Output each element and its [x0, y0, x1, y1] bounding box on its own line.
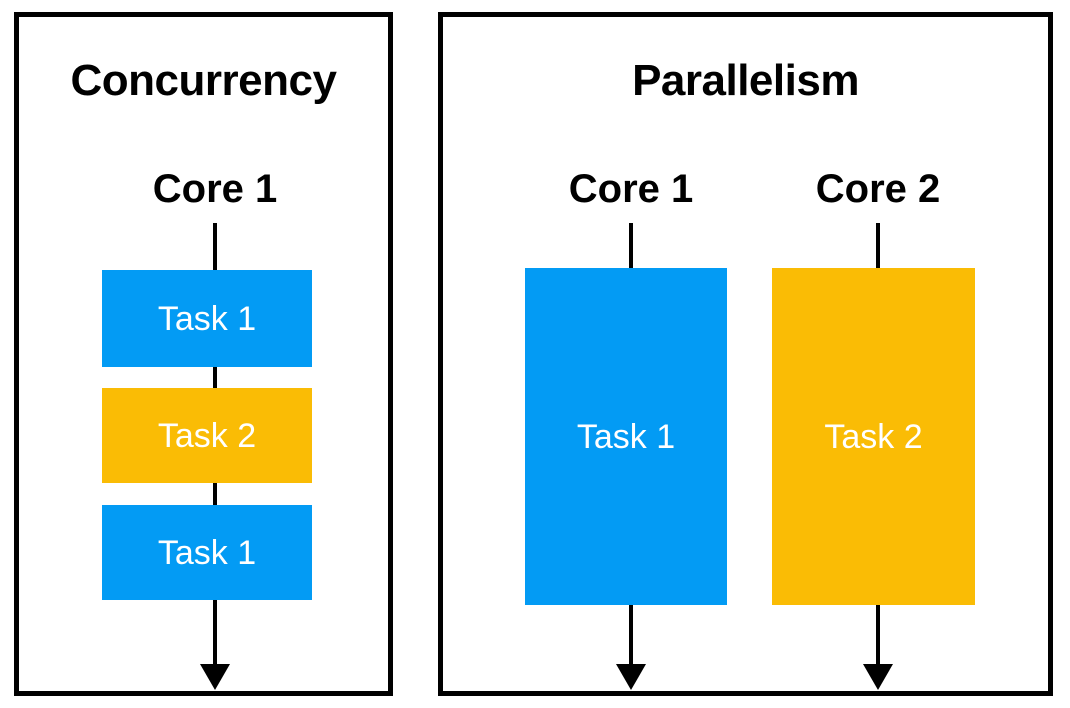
core-stem-parallelism-core-1 — [629, 223, 633, 269]
panel-title-concurrency: Concurrency — [70, 56, 337, 105]
task-block-concurrency-1: Task 1 — [102, 270, 312, 367]
panel-concurrency: Concurrency Core 1 Task 1 Task 2 Task 1 — [14, 12, 393, 696]
flow-arrow-shaft-parallelism-core-2 — [876, 605, 880, 668]
task-block-concurrency-3: Task 1 — [102, 505, 312, 600]
task-block-label: Task 2 — [824, 417, 923, 456]
task-block-label: Task 1 — [157, 299, 257, 338]
panel-title-parallelism: Parallelism — [632, 56, 859, 105]
core-stem-concurrency-core-1 — [213, 223, 217, 271]
flow-arrow-shaft-parallelism-core-1 — [629, 605, 633, 668]
core-label-parallelism-core-1: Core 1 — [568, 167, 694, 211]
panel-parallelism: Parallelism Core 1 Task 1 Core 2 Task 2 — [438, 12, 1053, 696]
core-stem-parallelism-core-2 — [876, 223, 880, 269]
task-block-parallelism-core-1: Task 1 — [525, 268, 727, 605]
task-block-label: Task 2 — [157, 416, 257, 455]
flow-arrow-head-concurrency — [200, 664, 230, 690]
task-block-parallelism-core-2: Task 2 — [772, 268, 975, 605]
flow-arrow-head-parallelism-core-1 — [616, 664, 646, 690]
flow-arrow-shaft-concurrency — [213, 600, 217, 668]
task-block-label: Task 1 — [157, 533, 257, 572]
flow-arrow-head-parallelism-core-2 — [863, 664, 893, 690]
task-connector-concurrency-1-2 — [213, 367, 217, 388]
task-block-label: Task 1 — [576, 417, 676, 456]
task-block-concurrency-2: Task 2 — [102, 388, 312, 483]
core-label-parallelism-core-2: Core 2 — [815, 167, 941, 211]
task-connector-concurrency-2-3 — [213, 483, 217, 505]
core-label-concurrency-core-1: Core 1 — [152, 167, 278, 211]
